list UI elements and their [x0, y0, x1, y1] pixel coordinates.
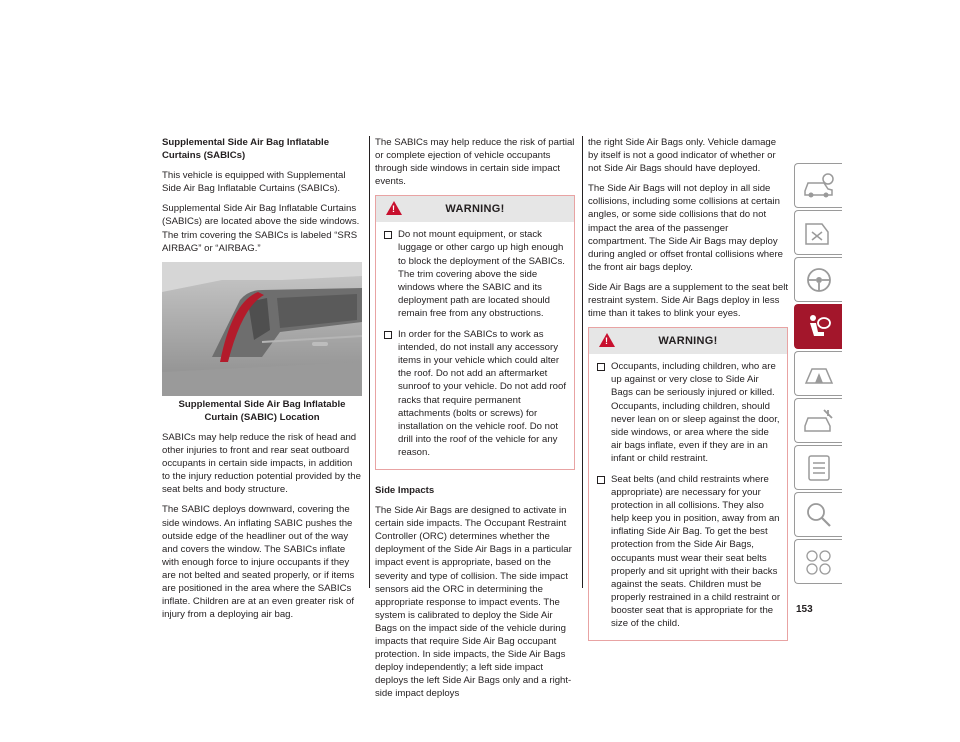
warning-item: Occupants, including children, who are u…: [597, 360, 781, 465]
tab-languages[interactable]: [794, 539, 842, 584]
section-heading-side-impacts: Side Impacts: [375, 484, 435, 496]
column-divider: [582, 136, 583, 588]
warning-triangle-icon: !: [599, 333, 615, 348]
checkbox-bullet-icon: [597, 363, 605, 372]
tab-car-info[interactable]: [794, 163, 842, 208]
chapter-tabs: [794, 163, 842, 586]
column-1: Supplemental Side Air Bag Inflatable Cur…: [162, 136, 362, 628]
paragraph: The SABIC deploys downward, covering the…: [162, 504, 355, 621]
language-index-icon: [805, 549, 831, 575]
roadside-warning-icon: [804, 367, 833, 384]
warning-item-text: Seat belts (and child restraints where a…: [611, 473, 781, 629]
checkbox-bullet-icon: [384, 331, 392, 340]
paragraph: SABICs may help reduce the risk of head …: [162, 431, 361, 496]
warning-box: ! WARNING! Occupants, including children…: [588, 327, 788, 642]
search-magnifier-icon: [806, 502, 831, 527]
warning-triangle-icon: !: [386, 201, 402, 216]
warning-light-icon: [804, 222, 829, 245]
car-side-illustration: [162, 261, 362, 396]
paragraph: The Side Air Bags are designed to activa…: [375, 505, 572, 700]
tab-servicing[interactable]: [794, 398, 842, 443]
warning-title: WARNING!: [658, 335, 718, 348]
checkbox-bullet-icon: [384, 231, 392, 240]
tab-emergency[interactable]: [794, 351, 842, 396]
warning-header: ! WARNING!: [589, 328, 787, 355]
paragraph: The SABICs may help reduce the risk of p…: [375, 137, 575, 188]
figure-caption: Supplemental Side Air Bag Inflatable Cur…: [178, 398, 346, 423]
steering-wheel-icon: [806, 267, 831, 292]
warning-item-text: Do not mount equipment, or stack luggage…: [398, 229, 565, 319]
paragraph: Supplemental Side Air Bag Inflatable Cur…: [162, 203, 360, 254]
car-sabic-location-image: [162, 261, 362, 396]
paragraph: Side Air Bags are a supplement to the se…: [588, 281, 788, 320]
page-number: 153: [796, 604, 813, 615]
tab-index[interactable]: [794, 492, 842, 537]
tab-safety[interactable]: [794, 304, 842, 349]
column-divider: [369, 136, 370, 588]
warning-item-text: Occupants, including children, who are u…: [611, 361, 780, 464]
section-heading-sabics: Supplemental Side Air Bag Inflatable Cur…: [162, 137, 330, 162]
paragraph: The Side Air Bags will not deploy in all…: [588, 183, 784, 273]
warning-item: In order for the SABICs to work as inten…: [384, 328, 568, 459]
warning-item: Do not mount equipment, or stack luggage…: [384, 228, 568, 320]
airbag-seat-icon: [809, 314, 831, 336]
service-tools-icon: [803, 408, 833, 432]
warning-item: Seat belts (and child restraints where a…: [597, 473, 781, 630]
checkbox-bullet-icon: [597, 475, 605, 484]
tab-warning-lights[interactable]: [794, 210, 842, 255]
column-2: The SABICs may help reduce the risk of p…: [375, 136, 575, 707]
warning-box: ! WARNING! Do not mount equipment, or st…: [375, 195, 575, 470]
tab-driving[interactable]: [794, 257, 842, 302]
specifications-list-icon: [807, 454, 830, 481]
warning-title: WARNING!: [445, 203, 505, 216]
paragraph: the right Side Air Bags only. Vehicle da…: [588, 137, 777, 175]
paragraph: This vehicle is equipped with Supplement…: [162, 170, 346, 195]
warning-header: ! WARNING!: [376, 196, 574, 223]
column-3: the right Side Air Bags only. Vehicle da…: [588, 136, 788, 655]
car-info-icon: [803, 172, 834, 197]
warning-item-text: In order for the SABICs to work as inten…: [398, 329, 566, 458]
tab-specifications[interactable]: [794, 445, 842, 490]
